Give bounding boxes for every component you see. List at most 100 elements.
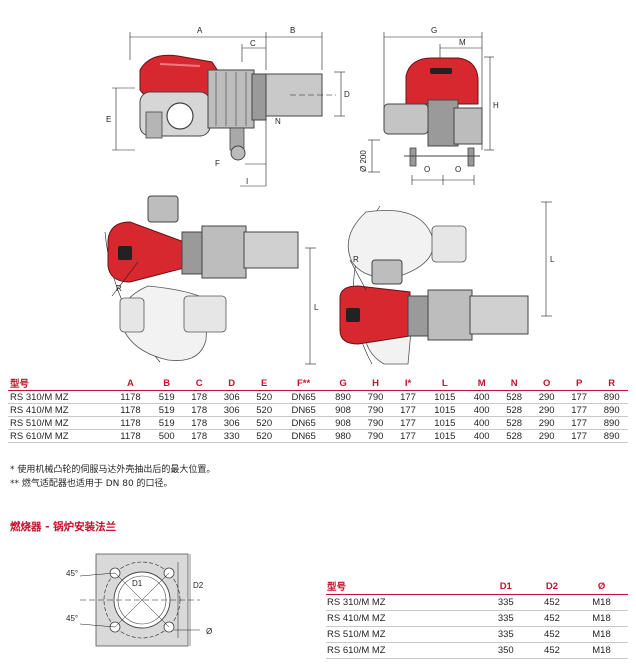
table-row: RS 610/M MZ 1178 500 178 330 520 DN65 98… — [8, 429, 628, 443]
table-cell: 290 — [530, 403, 563, 417]
col-header: D — [215, 376, 248, 391]
table-cell: DN65 — [280, 403, 327, 417]
table-row: RS 510/M MZ 335 452 M18 — [326, 626, 628, 643]
table-cell: 177 — [562, 429, 596, 443]
table-cell: 177 — [391, 429, 425, 443]
col-header: E — [247, 376, 281, 391]
table-cell: 177 — [391, 416, 425, 430]
dim-label-i: I — [246, 177, 248, 186]
table-cell: 790 — [359, 429, 392, 443]
table-cell: 790 — [359, 403, 392, 417]
col-header: 型号 — [8, 376, 111, 391]
table-cell: RS 610/M MZ — [326, 642, 483, 659]
footnote: * 使用机械凸轮的伺服马达外壳抽出后的最大位置。 — [10, 465, 216, 475]
col-header: I* — [391, 376, 425, 391]
table-cell: 890 — [595, 403, 628, 417]
table-cell: 335 — [482, 626, 529, 643]
table-cell: 306 — [215, 416, 248, 430]
dim-label-e: E — [106, 115, 111, 124]
dim-label-l-right: L — [550, 255, 555, 264]
dim-label-dia200: Ø 200 — [359, 150, 368, 172]
dim-label-o1: O — [424, 165, 430, 174]
table-cell: 890 — [326, 390, 360, 404]
table-cell: 890 — [595, 416, 628, 430]
table-cell: 335 — [482, 594, 529, 611]
table-cell: 528 — [497, 416, 531, 430]
table-cell: 452 — [528, 594, 576, 611]
dim-label-n: N — [275, 117, 281, 126]
dim-label-d1: D1 — [132, 579, 143, 588]
table-cell: 350 — [482, 642, 529, 659]
table-cell: 980 — [326, 429, 360, 443]
dim-label-r-right: R — [353, 255, 359, 264]
table-cell: 290 — [530, 429, 563, 443]
table-cell: 520 — [247, 429, 281, 443]
dim-label-r-left: R — [116, 284, 122, 293]
table-cell: 452 — [528, 610, 576, 627]
table-cell: 1015 — [424, 403, 466, 417]
dim-label-m: M — [459, 38, 466, 47]
table-cell: 178 — [182, 403, 216, 417]
table-cell: 400 — [465, 416, 498, 430]
table-cell: 908 — [326, 403, 360, 417]
col-header: B — [150, 376, 183, 391]
top-view-drawing-left: R L — [104, 195, 319, 365]
table-cell: 1178 — [110, 416, 151, 430]
table-cell: 1178 — [110, 403, 151, 417]
table-cell: 452 — [528, 642, 576, 659]
table-cell: M18 — [575, 626, 628, 643]
col-header: N — [497, 376, 531, 391]
table-cell: 335 — [482, 610, 529, 627]
table-cell: DN65 — [280, 429, 327, 443]
col-header: 型号 — [326, 578, 483, 595]
table-cell: 400 — [465, 403, 498, 417]
technical-drawings: A B C D E N F I G M H Ø 200 O O — [104, 26, 555, 365]
table-cell: DN65 — [280, 416, 327, 430]
table-cell: 400 — [465, 429, 498, 443]
table-cell: RS 610/M MZ — [8, 429, 111, 443]
table-cell: 178 — [182, 416, 216, 430]
dim-label-h: H — [493, 101, 499, 110]
footnotes: * 使用机械凸轮的伺服马达外壳抽出后的最大位置。 ** 燃气适配器也适用于 DN… — [10, 463, 215, 491]
table-cell: 890 — [595, 390, 628, 404]
top-view-drawing-right: R L — [339, 201, 555, 365]
col-header: L — [424, 376, 466, 391]
table-cell: 500 — [150, 429, 183, 443]
dim-label-bolt-dia: Ø — [206, 627, 212, 636]
table-row: RS 310/M MZ 1178 519 178 306 520 DN65 89… — [8, 390, 628, 404]
table-cell: 1178 — [110, 390, 151, 404]
table-cell: 177 — [562, 416, 596, 430]
table-cell: 177 — [391, 403, 425, 417]
col-header: G — [326, 376, 360, 391]
side-view-drawing: A B C D E N F I — [106, 26, 350, 187]
table-cell: 177 — [562, 403, 596, 417]
table-row: RS 410/M MZ 1178 519 178 306 520 DN65 90… — [8, 403, 628, 417]
dim-label-d: D — [344, 90, 350, 99]
table-cell: M18 — [575, 594, 628, 611]
col-header: C — [182, 376, 216, 391]
table-cell: M18 — [575, 642, 628, 659]
dim-label-g: G — [431, 26, 437, 35]
col-header: H — [359, 376, 392, 391]
table-cell: RS 310/M MZ — [8, 390, 111, 404]
table-row: RS 610/M MZ 350 452 M18 — [326, 642, 628, 659]
angle-label-bottom: 45° — [66, 614, 78, 623]
table-cell: 908 — [326, 416, 360, 430]
dim-label-c: C — [250, 39, 256, 48]
table-cell: 790 — [359, 416, 392, 430]
flange-drawing: 45° 45° D1 D2 Ø — [66, 553, 212, 647]
table-cell: 519 — [150, 416, 183, 430]
table-cell: 520 — [247, 390, 281, 404]
dim-label-b: B — [290, 26, 295, 35]
table-cell: 519 — [150, 390, 183, 404]
table-cell: 520 — [247, 416, 281, 430]
table-cell: RS 410/M MZ — [8, 403, 111, 417]
table-cell: RS 410/M MZ — [326, 610, 483, 627]
table-cell: 890 — [595, 429, 628, 443]
table-cell: 177 — [391, 390, 425, 404]
col-header: R — [595, 376, 628, 391]
table-cell: 1178 — [110, 429, 151, 443]
table-cell: 1015 — [424, 429, 466, 443]
dimension-table-header: 型号 A B C D E F** G H I* L M N O P R — [8, 376, 628, 391]
table-cell: 178 — [182, 429, 216, 443]
